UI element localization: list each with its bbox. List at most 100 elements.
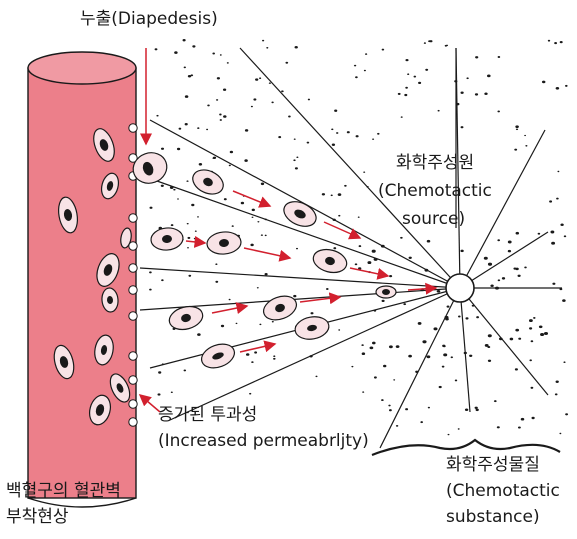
migration-arrow [239, 340, 277, 353]
particle [565, 413, 569, 416]
particle [464, 408, 469, 412]
particle [463, 351, 467, 355]
particle [288, 115, 291, 118]
particle [186, 180, 189, 182]
ray [459, 129, 546, 289]
particle [541, 80, 546, 84]
leukocyte [120, 227, 132, 249]
particle [197, 216, 199, 218]
particle [405, 86, 408, 89]
particle [157, 393, 161, 396]
particle [158, 371, 162, 374]
particle [176, 147, 181, 151]
label-source-ko: 화학주성원 [396, 153, 474, 173]
particle [428, 40, 431, 43]
particle [187, 236, 191, 239]
particle [490, 284, 494, 287]
particle [515, 128, 519, 131]
particle [515, 125, 519, 129]
particle [524, 134, 527, 137]
particle [198, 163, 203, 166]
particle [355, 135, 359, 138]
particle [366, 185, 369, 188]
particle [475, 408, 479, 412]
particle [223, 198, 227, 201]
wall-pore [128, 399, 138, 409]
particle [529, 319, 533, 323]
particle [405, 58, 409, 62]
particle [415, 370, 419, 373]
particle [457, 428, 460, 430]
particle [443, 353, 448, 357]
leukocytes-in-vessel [53, 128, 132, 426]
particle [551, 241, 556, 245]
particle [420, 421, 423, 424]
particle [422, 340, 427, 344]
leukocyte [168, 305, 204, 331]
particle [156, 114, 159, 117]
particle [372, 138, 375, 140]
migration-arrow [232, 190, 272, 208]
particle [333, 247, 337, 250]
particle [487, 359, 492, 363]
particle [278, 136, 282, 139]
particle [338, 329, 341, 331]
particle [487, 345, 491, 349]
particle [515, 328, 520, 332]
particle [487, 74, 491, 78]
particle [173, 188, 176, 191]
wall-pore [128, 263, 138, 273]
particle [369, 346, 374, 350]
migration-arrow [243, 247, 292, 262]
particle [483, 256, 488, 260]
particle [460, 91, 464, 94]
particle [260, 234, 263, 236]
particle [557, 170, 560, 173]
particle [160, 147, 165, 150]
particle [293, 138, 296, 140]
particle [382, 364, 387, 368]
particle [223, 115, 227, 118]
particle [405, 408, 409, 411]
leukocyte [150, 227, 184, 251]
particle [294, 46, 298, 49]
particle [407, 73, 410, 75]
wall-pore [128, 351, 138, 361]
leukocyte [58, 196, 78, 234]
particle [192, 45, 196, 48]
particle [184, 123, 188, 126]
particle [193, 237, 197, 240]
particle [507, 249, 512, 253]
particle [515, 231, 520, 235]
particle [187, 247, 189, 249]
vessel-bottom-edge [27, 497, 137, 508]
chemotactic-rays [139, 47, 562, 449]
chemotactic-source [445, 273, 475, 303]
particle [426, 239, 431, 243]
particle [474, 406, 478, 410]
leukocyte [200, 343, 236, 369]
particle [332, 218, 336, 222]
particle [501, 277, 506, 280]
particle [509, 337, 514, 341]
permeability-pointer-arrow [138, 394, 161, 413]
particle [487, 262, 493, 266]
particle [524, 266, 527, 269]
migration-arrow [299, 292, 342, 305]
particle [266, 47, 269, 49]
particle [229, 150, 234, 154]
particle [219, 119, 222, 121]
leukocyte [192, 169, 224, 195]
migrating-leukocytes [132, 152, 397, 369]
particle [264, 234, 267, 237]
particle [531, 416, 535, 420]
particle [471, 304, 475, 307]
particle [254, 351, 258, 354]
particle [380, 244, 385, 248]
particle [253, 98, 257, 101]
particle [226, 62, 229, 64]
particle [220, 324, 225, 328]
particle [381, 48, 385, 51]
